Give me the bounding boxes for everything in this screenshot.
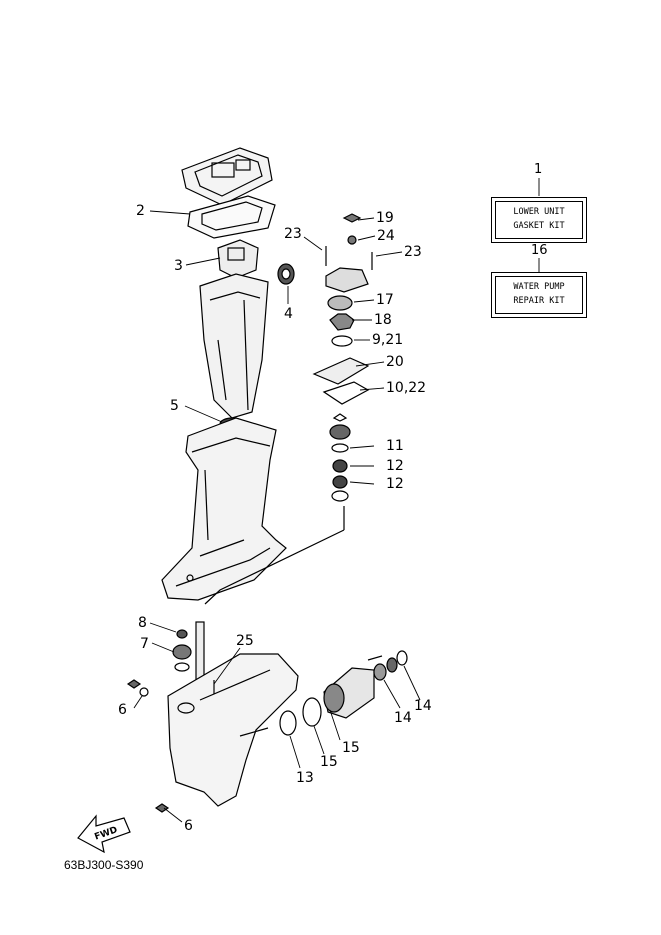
callout-11: 11 <box>386 438 404 454</box>
water-pump-repair-kit-box: WATER PUMP REPAIR KIT <box>491 272 587 318</box>
kit-1-line1: LOWER UNIT <box>513 207 565 217</box>
kit-1-line2: GASKET KIT <box>513 221 565 231</box>
callout-12-upper: 12 <box>386 458 404 474</box>
lower-casing-part <box>161 417 287 601</box>
kit-16-line2: REPAIR KIT <box>513 296 565 306</box>
callout-17: 17 <box>376 292 394 308</box>
water-pump-stack <box>204 213 373 605</box>
gasket-part <box>187 195 276 239</box>
callout-12-lower: 12 <box>386 476 404 492</box>
callout-3: 3 <box>174 258 183 274</box>
callout-8: 8 <box>138 615 147 631</box>
propeller-housing-parts <box>279 650 408 736</box>
seal-housing-part <box>217 239 259 279</box>
gear-case-part <box>167 653 299 807</box>
callout-15-left: 15 <box>320 754 338 770</box>
callout-7: 7 <box>140 636 149 652</box>
callout-24: 24 <box>377 228 395 244</box>
callout-9-21: 9,21 <box>372 332 403 348</box>
grommet-part <box>277 263 295 285</box>
callout-23-right: 23 <box>404 244 422 260</box>
callout-6-upper: 6 <box>118 702 127 718</box>
kit-16-line1: WATER PUMP <box>513 282 565 292</box>
bolt-parts <box>126 679 170 813</box>
lower-unit-gasket-kit-box: LOWER UNIT GASKET KIT <box>491 197 587 243</box>
callout-25: 25 <box>236 633 254 649</box>
callout-2: 2 <box>136 203 145 219</box>
callout-4: 4 <box>284 306 293 322</box>
callout-18: 18 <box>374 312 392 328</box>
callout-6-lower: 6 <box>184 818 193 834</box>
callout-5: 5 <box>170 398 179 414</box>
callout-19: 19 <box>376 210 394 226</box>
callout-20: 20 <box>386 354 404 370</box>
callout-13: 13 <box>296 770 314 786</box>
callout-10-22: 10,22 <box>386 380 426 396</box>
fwd-arrow-icon <box>77 814 131 854</box>
callout-14-left: 14 <box>394 710 412 726</box>
kit-16-number: 16 <box>531 243 548 258</box>
callout-15-right: 15 <box>342 740 360 756</box>
kit-1-number: 1 <box>534 162 543 177</box>
callout-14-right: 14 <box>414 698 432 714</box>
shift-rod-parts <box>172 629 192 672</box>
exhaust-casing-part <box>199 273 269 419</box>
drawing-code: 63BJ300-S390 <box>64 858 144 872</box>
callout-23-left: 23 <box>284 226 302 242</box>
top-cover-part <box>181 147 273 206</box>
